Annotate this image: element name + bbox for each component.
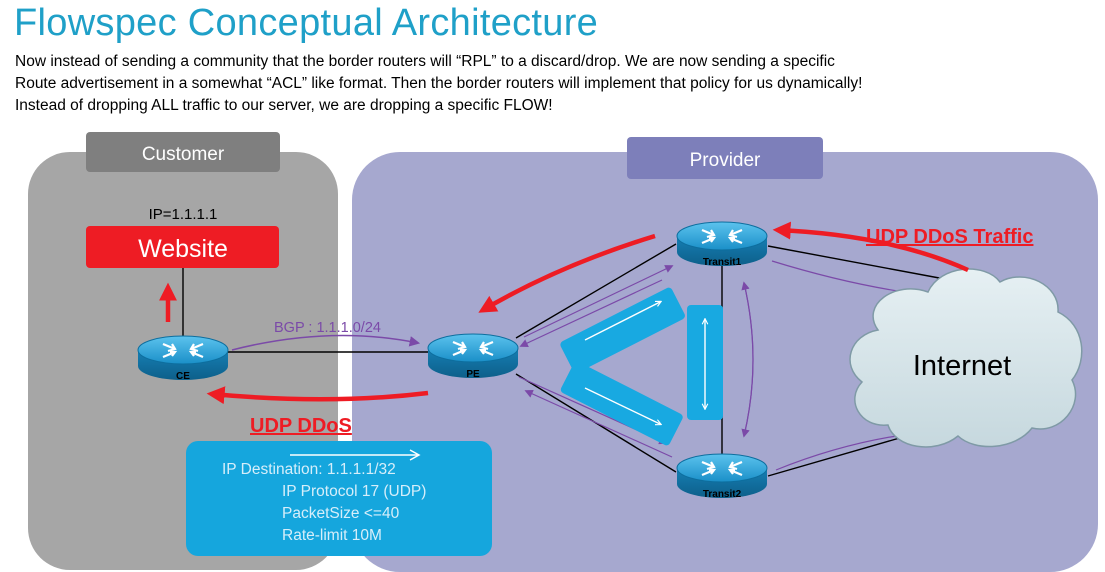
attack-arrows [159,221,969,405]
website-box [86,226,279,268]
udp-ddos-label: UDP DDoS [250,415,352,437]
rule-line-3: PacketSize <=40 [282,505,400,522]
router-transit1-label: Transit1 [703,257,742,268]
rule-line-1: IP Destination: 1.1.1.1/32 [222,461,396,478]
router-pe-label: PE [466,369,480,380]
router-ce-label: CE [176,371,190,382]
paragraph-line-1: Now instead of sending a community that … [15,53,835,70]
customer-label: Customer [142,144,225,165]
rule-line-2: IP Protocol 17 (UDP) [282,483,427,500]
flowspec-rule-box: IP Destination: 1.1.1.1/32 IP Protocol 1… [186,441,492,556]
internet-cloud [849,268,1083,448]
udp-ddos-traffic-label: UDP DDoS Traffic [866,226,1033,248]
website-label: Website [138,235,228,263]
flowspec-propagation-arrows [518,260,928,471]
paragraph-line-2: Route advertisement in a somewhat “ACL” … [15,75,863,92]
provider-label: Provider [690,150,761,171]
flowspec-bars [560,287,723,446]
provider-zone [352,152,1098,572]
router-transit2-label: Transit2 [703,489,742,500]
customer-tab [86,132,280,172]
internet-label: Internet [913,350,1011,382]
bgp-label: BGP : 1.1.1.0/24 [274,320,381,336]
paragraph-line-3: Instead of dropping ALL traffic to our s… [15,97,553,114]
flowspec-rule-arrow-icon [290,449,421,461]
bgp-arrow [231,334,421,351]
website-ip: IP=1.1.1.1 [149,206,218,223]
rule-line-4: Rate-limit 10M [282,527,382,544]
provider-tab [627,137,823,179]
slide-title: Flowspec Conceptual Architecture [14,2,599,44]
